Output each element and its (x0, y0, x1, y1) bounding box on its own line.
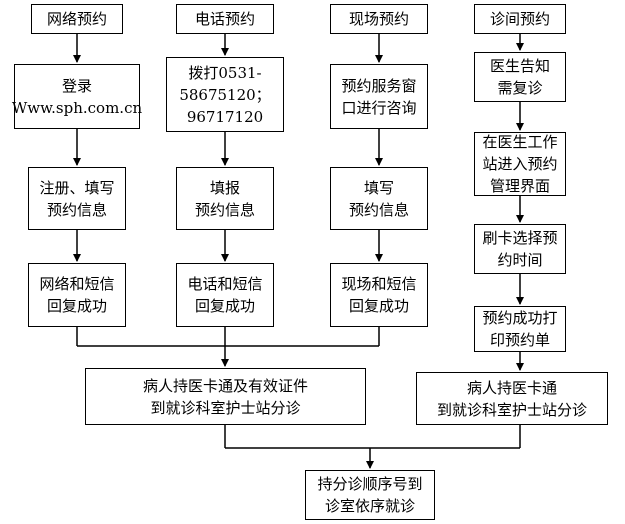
phone-booking-title: 电话预约 (176, 4, 274, 34)
merge-left-triage-step: 病人持医卡通及有效证件 到就诊科室护士站分诊 (85, 368, 366, 425)
phone-success-step: 电话和短信 回复成功 (176, 263, 274, 327)
final-consultation-step: 持分诊顺序号到 诊室依序就诊 (305, 470, 435, 520)
clinic-doctor-notice-step: 医生告知 需复诊 (474, 52, 566, 102)
online-booking-title: 网络预约 (31, 4, 123, 34)
phone-dial-step: 拨打0531- 58675120； 96717120 (166, 57, 284, 132)
onsite-success-step: 现场和短信 回复成功 (330, 263, 428, 327)
online-success-step: 网络和短信 回复成功 (28, 263, 126, 327)
onsite-fill-step: 填写 预约信息 (330, 167, 428, 230)
phone-fill-step: 填报 预约信息 (176, 167, 274, 230)
onsite-window-step: 预约服务窗 口进行咨询 (330, 64, 428, 129)
merge-right-triage-step: 病人持医卡通 到就诊科室护士站分诊 (416, 372, 608, 425)
clinic-booking-title: 诊间预约 (474, 4, 566, 34)
onsite-booking-title: 现场预约 (330, 4, 428, 34)
clinic-card-select-step: 刷卡选择预 约时间 (474, 224, 566, 274)
clinic-workstation-step: 在医生工作 站进入预约 管理界面 (474, 132, 566, 196)
online-login-step: 登录 Www.sph.com.cn (12, 64, 142, 129)
clinic-print-step: 预约成功打 印预约单 (474, 306, 566, 352)
online-register-step: 注册、填写 预约信息 (28, 167, 126, 230)
